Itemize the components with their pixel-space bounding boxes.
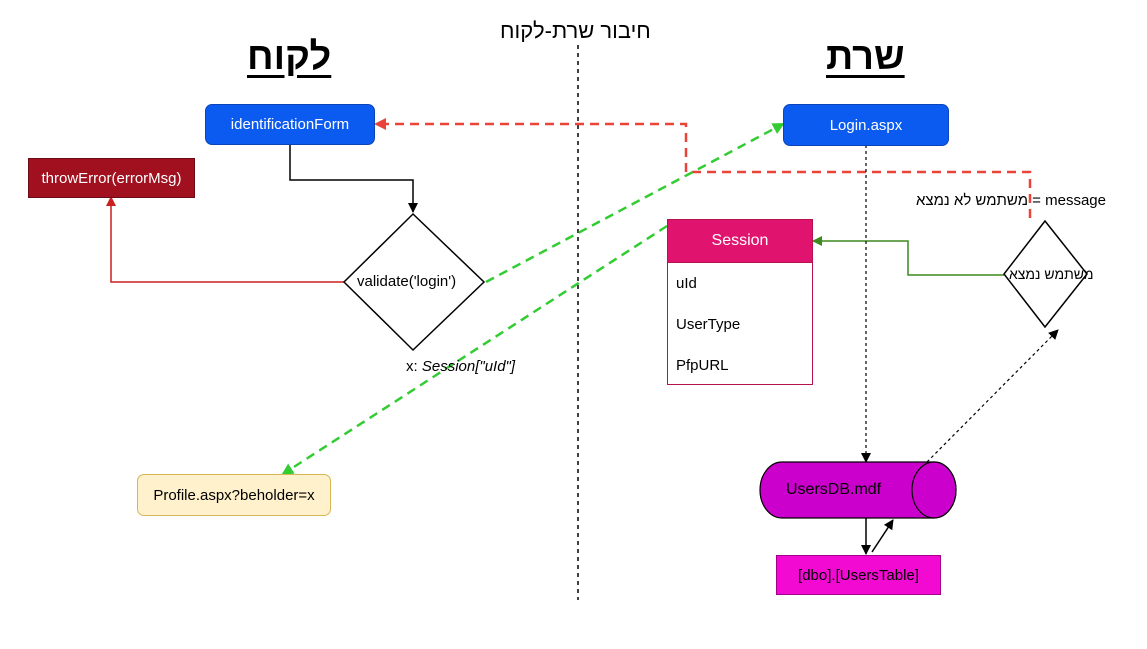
session-field-pfpurl: PfpURL xyxy=(676,357,729,374)
session-note-value: Session["uId"] xyxy=(421,358,516,375)
login-node[interactable]: Login.aspx xyxy=(783,104,949,146)
user-found-diamond[interactable] xyxy=(1003,219,1088,329)
identification-form-node[interactable]: identificationForm xyxy=(205,104,375,145)
session-note-prefix: x: xyxy=(406,358,422,375)
server-heading: שרת xyxy=(826,36,905,78)
validate-diamond[interactable] xyxy=(342,212,486,352)
validate-label: validate('login') xyxy=(357,273,457,290)
client-heading: לקוח xyxy=(247,36,332,78)
users-table-node[interactable]: [dbo].[UsersTable] xyxy=(776,555,941,595)
session-note: x: Session["uId"] xyxy=(406,358,515,375)
edge-validate-to-error xyxy=(106,196,344,283)
edge-found-to-session xyxy=(812,236,1004,276)
edge-form-to-validate xyxy=(289,144,418,213)
users-db-label: UsersDB.mdf xyxy=(786,481,882,498)
session-title: Session xyxy=(668,220,812,263)
not-found-message: message = משתמש לא נמצא xyxy=(916,192,1106,209)
edge-db-to-found xyxy=(926,329,1059,463)
throw-error-node[interactable]: throwError(errorMsg) xyxy=(28,158,195,198)
edge-validate-to-login xyxy=(485,122,785,284)
profile-node[interactable]: Profile.aspx?beholder=x xyxy=(137,474,331,516)
user-found-label: משתמש נמצא xyxy=(1009,266,1094,282)
session-field-uid: uId xyxy=(676,275,697,292)
edge-table-to-db xyxy=(871,519,894,553)
connection-heading: חיבור שרת-לקוח xyxy=(500,18,651,43)
edge-session-to-profile xyxy=(281,224,668,476)
session-field-usertype: UserType xyxy=(676,316,741,333)
session-table[interactable]: Session uId UserType PfpURL xyxy=(667,219,813,385)
edge-not-found-to-form xyxy=(374,118,1032,218)
users-db-cylinder[interactable] xyxy=(759,461,957,519)
